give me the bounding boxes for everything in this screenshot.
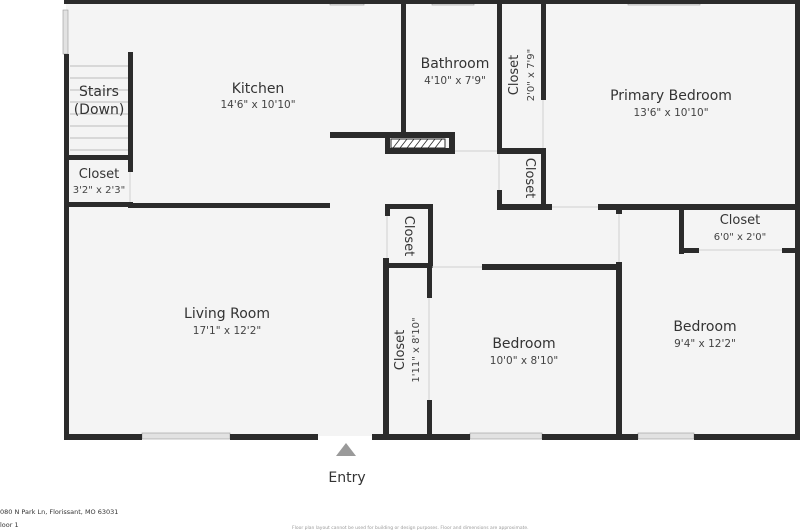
wall-closet-left-bottom: [64, 202, 133, 207]
bedroom-right-name: Bedroom: [673, 319, 736, 335]
bedroom-middle-name: Bedroom: [492, 336, 555, 352]
wall-bottom-d: [542, 434, 638, 440]
wall-right: [795, 0, 800, 440]
wall-small-closet-bottom: [497, 204, 552, 210]
window-bedroom-right: [637, 432, 695, 440]
wall-hall-closet-top: [385, 204, 433, 209]
primary-bedroom-dims: 13'6" x 10'10": [633, 107, 708, 119]
hatch-line: [413, 138, 422, 149]
living-room-dims: 17'1" x 12'2": [193, 325, 261, 337]
wall-bedrooms-divider: [616, 262, 622, 440]
door-openings: [129, 100, 782, 400]
hatch-line: [434, 138, 443, 149]
wall-small-closet-left: [497, 190, 502, 210]
entry-label: Entry: [328, 470, 365, 486]
wall-counter-right: [449, 132, 455, 154]
bedroom-middle-dims: 10'0" x 8'10": [490, 355, 558, 367]
wall-closet-left-right: [128, 160, 133, 172]
wall-living-right: [383, 258, 389, 440]
primary-bedroom-name: Primary Bedroom: [610, 88, 732, 104]
closet-side-name: Closet: [393, 330, 408, 371]
stairs-line2: (Down): [74, 102, 125, 118]
room-labels: Kitchen 14'6" x 10'10" Bathroom 4'10" x …: [73, 49, 766, 383]
bathroom-name: Bathroom: [421, 56, 490, 72]
footer-disclaimer: Floor plan layout cannot be used for bui…: [292, 526, 529, 531]
closet-bath-name: Closet: [507, 55, 522, 96]
wall-side-closet-right-b: [427, 400, 432, 440]
wall-closet-bath-right: [541, 0, 546, 100]
wall-side-closet-right: [427, 268, 432, 298]
bathroom-dims: 4'10" x 7'9": [424, 75, 486, 87]
wall-counter-bottom: [385, 148, 455, 154]
closet-side-dims: 1'11" x 8'10": [411, 317, 422, 382]
hatch-line: [392, 138, 401, 149]
window-kitchen-left: [62, 9, 69, 55]
wall-bottom-e: [694, 434, 800, 440]
closet-hall-name: Closet: [401, 216, 416, 257]
wall-counter-left: [385, 137, 390, 154]
wall-right-closet-left: [679, 206, 684, 254]
closet-right-bedroom-dims: 6'0" x 2'0": [714, 232, 766, 243]
wall-bath-bottom: [497, 148, 545, 154]
wall-kitchen-living: [128, 203, 330, 208]
wall-mid-bed-top: [482, 264, 622, 270]
window-living: [141, 432, 231, 440]
wall-counter-top: [330, 132, 454, 138]
kitchen-dims: 14'6" x 10'10": [220, 99, 295, 111]
footer-address: 080 N Park Ln, Florissant, MO 63031: [0, 508, 119, 516]
stairs-treads: [70, 65, 128, 151]
bedroom-right-dims: 9'4" x 12'2": [674, 338, 736, 350]
wall-stairs-bottom: [64, 155, 133, 160]
closet-left-dims: 3'2" x 2'3": [73, 185, 125, 196]
wall-stairs-right: [128, 52, 133, 160]
wall-kitchen-bath: [401, 0, 406, 137]
stairs-line1: Stairs: [79, 84, 119, 100]
window-bedroom-mid: [469, 432, 543, 440]
kitchen-name: Kitchen: [232, 81, 285, 97]
wall-hall-closet-bottom: [385, 263, 433, 268]
wall-bath-right: [497, 0, 502, 154]
hatch-line: [399, 138, 408, 149]
hatch-line: [420, 138, 429, 149]
wall-left: [64, 54, 69, 440]
walls: [64, 0, 800, 440]
wall-primary-bottom: [598, 204, 800, 210]
wall-hall-closet-left: [385, 204, 390, 216]
entry-arrow-icon: [336, 443, 356, 456]
wall-right-closet-bottom-b: [782, 248, 798, 253]
wall-hall-closet-right: [428, 204, 433, 268]
living-room-name: Living Room: [184, 306, 270, 322]
closet-small-right-name: Closet: [522, 158, 537, 199]
hatch-line: [427, 138, 436, 149]
footer-floor: loor 1: [0, 521, 19, 529]
counter-hatch: [390, 138, 446, 149]
hatch-line: [406, 138, 415, 149]
wall-top: [64, 0, 800, 4]
entry-marker: Entry: [328, 443, 366, 486]
wall-bottom-b: [230, 434, 318, 440]
wall-small-closet-right: [541, 148, 546, 210]
closet-bath-dims: 2'0" x 7'9": [526, 49, 537, 101]
closet-left-name: Closet: [79, 167, 120, 182]
wall-bottom-c: [372, 434, 470, 440]
closet-right-bedroom-name: Closet: [720, 213, 761, 228]
wall-right-bed-left: [616, 204, 622, 214]
wall-bottom-a: [64, 434, 142, 440]
wall-right-closet-bottom: [679, 248, 699, 253]
